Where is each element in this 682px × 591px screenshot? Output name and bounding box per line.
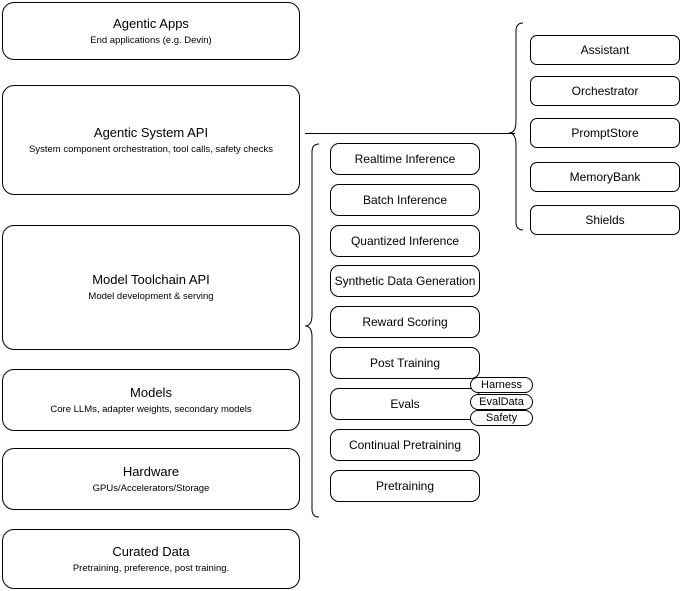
- evals-subitem-safety[interactable]: Safety: [470, 410, 533, 426]
- capability-label: Evals: [390, 397, 420, 411]
- layer-hardware[interactable]: Hardware GPUs/Accelerators/Storage: [2, 448, 300, 510]
- component-label: Assistant: [580, 43, 630, 57]
- layer-title: Agentic System API: [93, 124, 209, 140]
- evals-subitem-label: Harness: [481, 379, 522, 391]
- capability-label: Realtime Inference: [354, 152, 456, 166]
- layer-models[interactable]: Models Core LLMs, adapter weights, secon…: [2, 369, 300, 431]
- component-memorybank[interactable]: MemoryBank: [530, 162, 680, 192]
- layer-curated-data[interactable]: Curated Data Pretraining, preference, po…: [2, 529, 300, 589]
- layer-subtitle: End applications (e.g. Devin): [90, 34, 212, 46]
- layer-title: Curated Data: [112, 543, 190, 559]
- layer-subtitle: GPUs/Accelerators/Storage: [92, 482, 210, 494]
- layer-title: Hardware: [122, 463, 180, 479]
- layer-subtitle: System component orchestration, tool cal…: [29, 143, 273, 155]
- layer-title: Model Toolchain API: [92, 272, 210, 287]
- capability-pretraining[interactable]: Pretraining: [330, 470, 480, 502]
- evals-subitem-evaldata[interactable]: EvalData: [470, 394, 533, 410]
- component-label: Shields: [585, 213, 625, 227]
- component-orchestrator[interactable]: Orchestrator: [530, 76, 680, 106]
- layer-model-toolchain-api[interactable]: Model Toolchain API Model development & …: [2, 225, 300, 350]
- capability-continual-pretraining[interactable]: Continual Pretraining: [330, 429, 480, 461]
- capability-realtime-inference[interactable]: Realtime Inference: [330, 143, 480, 175]
- layer-agentic-system-api[interactable]: Agentic System API System component orch…: [2, 85, 300, 195]
- capability-label: Post Training: [369, 356, 441, 370]
- capability-label: Pretraining: [375, 479, 435, 493]
- capability-evals[interactable]: Evals: [330, 388, 480, 420]
- bracket-toolchain-capabilities: [304, 143, 320, 518]
- component-label: Orchestrator: [571, 84, 639, 98]
- layer-title: Agentic Apps: [113, 15, 189, 31]
- layer-subtitle: Model development & serving: [88, 291, 214, 302]
- capability-post-training[interactable]: Post Training: [330, 347, 480, 379]
- connector-system-api-to-components: [305, 133, 515, 134]
- component-assistant[interactable]: Assistant: [530, 35, 680, 65]
- component-label: PromptStore: [571, 126, 639, 140]
- bracket-system-components: [508, 22, 524, 231]
- layer-subtitle: Core LLMs, adapter weights, secondary mo…: [50, 403, 252, 415]
- evals-subitem-harness[interactable]: Harness: [470, 377, 533, 393]
- capability-synthetic-data-generation[interactable]: Synthetic Data Generation: [330, 265, 480, 297]
- layer-title: Models: [130, 384, 172, 400]
- component-label: MemoryBank: [569, 170, 641, 184]
- capability-label: Quantized Inference: [350, 234, 460, 248]
- capability-label: Continual Pretraining: [348, 438, 462, 452]
- layer-agentic-apps[interactable]: Agentic Apps End applications (e.g. Devi…: [2, 2, 300, 60]
- capability-batch-inference[interactable]: Batch Inference: [330, 184, 480, 216]
- capability-label: Batch Inference: [362, 193, 448, 207]
- capability-label: Synthetic Data Generation: [334, 274, 476, 288]
- component-promptstore[interactable]: PromptStore: [530, 118, 680, 148]
- capability-reward-scoring[interactable]: Reward Scoring: [330, 306, 480, 338]
- evals-subitem-label: EvalData: [479, 396, 524, 408]
- evals-subitem-label: Safety: [485, 412, 518, 424]
- capability-label: Reward Scoring: [362, 315, 448, 329]
- capability-quantized-inference[interactable]: Quantized Inference: [330, 225, 480, 257]
- component-shields[interactable]: Shields: [530, 205, 680, 235]
- layer-subtitle: Pretraining, preference, post training.: [72, 562, 230, 574]
